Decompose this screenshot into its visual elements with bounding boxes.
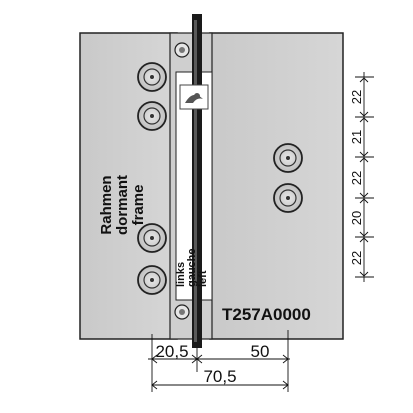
left-hole-1 xyxy=(137,62,167,92)
vertical-dimensions xyxy=(355,72,374,282)
dim-vertical-4: 20 xyxy=(349,211,364,225)
frame-label: Rahmen dormant frame xyxy=(98,175,147,235)
dim-vertical-3: 22 xyxy=(349,171,364,185)
side-label-line-3: left xyxy=(197,270,209,287)
frame-label-line-1: Rahmen xyxy=(98,175,115,234)
horizontal-dimensions xyxy=(148,330,290,392)
dim-left-offset: 20,5 xyxy=(155,342,188,361)
bottom-knuckle-screw xyxy=(174,304,190,320)
dim-overall: 70,5 xyxy=(203,367,236,386)
right-hinge-plate xyxy=(209,32,344,340)
left-hole-4 xyxy=(137,265,167,295)
frame-label-line-3: frame xyxy=(130,185,147,226)
manufacturer-logo-icon xyxy=(179,84,209,110)
side-label-line-2: gauche xyxy=(186,248,198,287)
right-hole-2 xyxy=(273,183,303,213)
side-label-line-1: links xyxy=(175,262,187,287)
dim-vertical-5: 22 xyxy=(349,251,364,265)
dim-vertical-1: 22 xyxy=(349,90,364,104)
right-hole-1 xyxy=(273,143,303,173)
product-code: T257A0000 xyxy=(222,305,311,324)
vertical-dimension-labels: 22 21 22 20 22 xyxy=(349,90,364,265)
side-label: links gauche left xyxy=(175,248,209,287)
hinge-pin-highlight xyxy=(194,20,197,342)
top-knuckle-screw xyxy=(174,42,190,58)
left-hole-3 xyxy=(137,223,167,253)
left-hole-2 xyxy=(137,101,167,131)
dim-pin-to-right: 50 xyxy=(251,342,270,361)
frame-label-line-2: dormant xyxy=(114,175,131,235)
dim-vertical-2: 21 xyxy=(349,130,364,144)
